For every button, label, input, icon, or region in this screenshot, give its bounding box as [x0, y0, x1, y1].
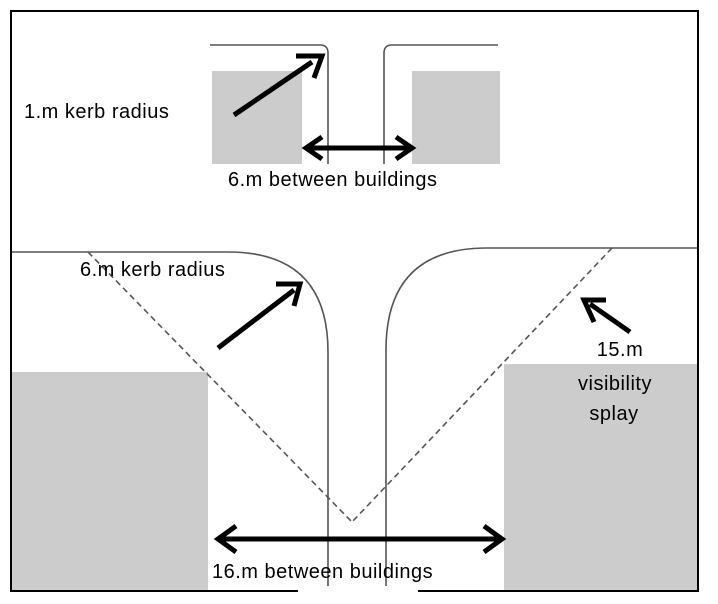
splay-label-line2: visibility [578, 373, 652, 395]
top-between-arrowhead-left [301, 134, 324, 162]
splay-arrow [588, 301, 632, 335]
bottom-between-arrowhead-left [213, 523, 238, 555]
bottom-between-buildings-label: 16.m between buildings [212, 561, 434, 583]
top-right-building [412, 71, 500, 164]
bottom-right-building [504, 364, 697, 590]
top-left-kerb [210, 44, 329, 164]
bottom-between-arrowhead-right [482, 523, 507, 555]
top-between-buildings-label: 6.m between buildings [228, 169, 438, 191]
splay-label-line1: 15.m [596, 339, 644, 361]
splay-label-line3: splay [589, 403, 639, 425]
splay-line-right [351, 247, 613, 523]
splay-line-left [87, 251, 353, 523]
bottom-kerb-radius-label: 6.m kerb radius [80, 259, 226, 281]
top-kerb-radius-label: 1.m kerb radius [24, 101, 170, 123]
bottom-kerb-arrow [216, 288, 296, 350]
bottom-kerb-arrowhead [276, 281, 304, 307]
top-left-building [212, 71, 302, 164]
bottom-left-building [12, 372, 208, 590]
road-exit-gap [298, 586, 418, 594]
top-kerb-arrowhead [296, 53, 326, 79]
bottom-right-kerb [385, 247, 697, 590]
top-between-arrowhead-right [394, 134, 417, 162]
top-right-kerb [383, 44, 498, 164]
top-kerb-arrow [232, 59, 314, 118]
bottom-left-kerb [12, 251, 329, 590]
splay-arrowhead [580, 297, 606, 324]
